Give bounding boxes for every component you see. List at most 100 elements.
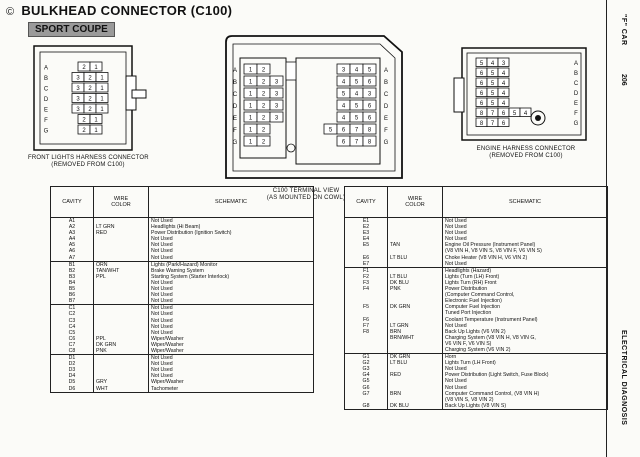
cavity-number: 1: [94, 118, 98, 124]
header-schematic: SCHEMATIC: [148, 186, 314, 218]
schematic-line: Tachometer: [151, 385, 179, 392]
schematic-line: Not Used: [151, 218, 173, 224]
schematic-line: Not Used: [151, 242, 173, 249]
schematic-line: Wiper/Washer: [151, 335, 184, 342]
cavity-line: B6: [68, 292, 76, 299]
schematic-line: Back Up Lights (V8 VIN S): [445, 402, 507, 409]
color-line: RED: [390, 372, 401, 379]
cavity-line: C5: [68, 329, 76, 336]
cavity-number: 2: [262, 140, 266, 146]
terminal-cavity: [362, 135, 377, 147]
schematic-line: Engine Oil Pressure (Instrument Panel): [445, 242, 536, 249]
cavity-number: 2: [262, 80, 266, 86]
header-cavity: CAVITY: [50, 186, 94, 218]
cavity-line: D3: [68, 367, 76, 374]
color-line: DK BLU: [390, 279, 409, 286]
cavity-number: 6: [368, 80, 372, 86]
mounting-bolt: [530, 110, 546, 126]
schematic-line: (Computer Command Control,: [445, 292, 515, 299]
terminal-cavity: [269, 99, 284, 111]
cavity-number: 2: [82, 128, 86, 134]
cavity-line: [347, 347, 385, 353]
color-line: DK GRN: [390, 304, 411, 311]
schematic-line: Not Used: [151, 254, 173, 261]
cavity-line: A6: [68, 248, 76, 255]
schematic-line: Not Used: [445, 384, 467, 391]
cavity-number: 3: [76, 97, 80, 103]
cavity-number: 4: [502, 91, 506, 97]
cavity-number: 5: [491, 91, 495, 97]
schematic-line: Charging System (V8 VIN H, V8 VIN G,: [445, 334, 536, 341]
color-line: [390, 261, 440, 267]
cavity-number: 7: [355, 128, 359, 134]
terminal-cavity: [362, 123, 377, 135]
cavity-line: G7: [362, 390, 370, 397]
cavity-number: 1: [100, 76, 104, 82]
cavity-number: 6: [502, 111, 506, 117]
mounting-bolt-center: [535, 115, 541, 121]
cavity-line: E5: [362, 242, 370, 249]
cavity-number: 8: [480, 121, 484, 127]
schematic-line: Not Used: [151, 286, 173, 293]
cavity-line: B5: [68, 286, 76, 293]
cavity-number: 4: [502, 81, 506, 87]
cavity-number: 5: [355, 104, 359, 110]
cavity-number: 5: [491, 101, 495, 107]
terminal-cavity: [362, 99, 377, 111]
cavity-number: 3: [275, 116, 279, 122]
cavity-number: 3: [368, 92, 372, 98]
color-line: [96, 298, 146, 304]
schematic-line: Not Used: [151, 317, 173, 324]
schematic-line: Tuned Port Injection: [445, 310, 492, 317]
schematic-line: (V8 VIN H, V8 VIN S, V8 VIN F, V6 VIN S): [445, 248, 542, 255]
section-label: ELECTRICAL DIAGNOSIS: [620, 330, 627, 426]
terminal-cavity: [362, 87, 377, 99]
cavity-number: 6: [502, 121, 506, 127]
cavity-number: 5: [355, 116, 359, 122]
schematic-line: Not Used: [151, 292, 173, 299]
color-line: LT GRN: [96, 224, 115, 231]
schematic-line: Lights (Turn (LH) Front): [445, 273, 500, 280]
cavity-line: E6: [362, 254, 370, 261]
row-letter: G: [574, 121, 579, 127]
cavity-number: 8: [368, 128, 372, 134]
cavity-number: 4: [355, 68, 359, 74]
schematic-line: Not Used: [151, 279, 173, 286]
cavity-number: 3: [76, 76, 80, 82]
terminal-cavity: [362, 63, 377, 75]
cavity-number: 2: [262, 68, 266, 74]
header-schematic: SCHEMATIC: [442, 186, 608, 218]
engine-connector-caption: ENGINE HARNESS CONNECTOR(REMOVED FROM C1…: [476, 146, 576, 159]
schematic-line: Not Used: [445, 378, 467, 385]
schematic-line: Not Used: [445, 236, 467, 243]
schematic-line: Lights Turn (LH Front): [445, 360, 496, 367]
terminal-cavity: [497, 87, 510, 97]
schematic-line: Not Used: [445, 230, 467, 237]
terminal-cavity: [497, 57, 510, 67]
row-letter: E: [574, 101, 578, 107]
terminal-cavity: [95, 103, 109, 114]
cavity-number: 2: [262, 128, 266, 134]
cavity-number: 1: [94, 128, 98, 134]
schematic-line: Not Used: [151, 305, 173, 312]
terminal-cavity: [497, 77, 510, 87]
cavity-number: 1: [249, 140, 253, 146]
cavity-line: G2: [362, 360, 370, 367]
color-line: LT BLU: [390, 360, 408, 367]
cavity-number: 2: [88, 107, 92, 113]
cavity-number: 5: [368, 68, 372, 74]
color-line: LT BLU: [390, 273, 408, 280]
schematic-line: Wiper/Washer: [151, 347, 184, 354]
